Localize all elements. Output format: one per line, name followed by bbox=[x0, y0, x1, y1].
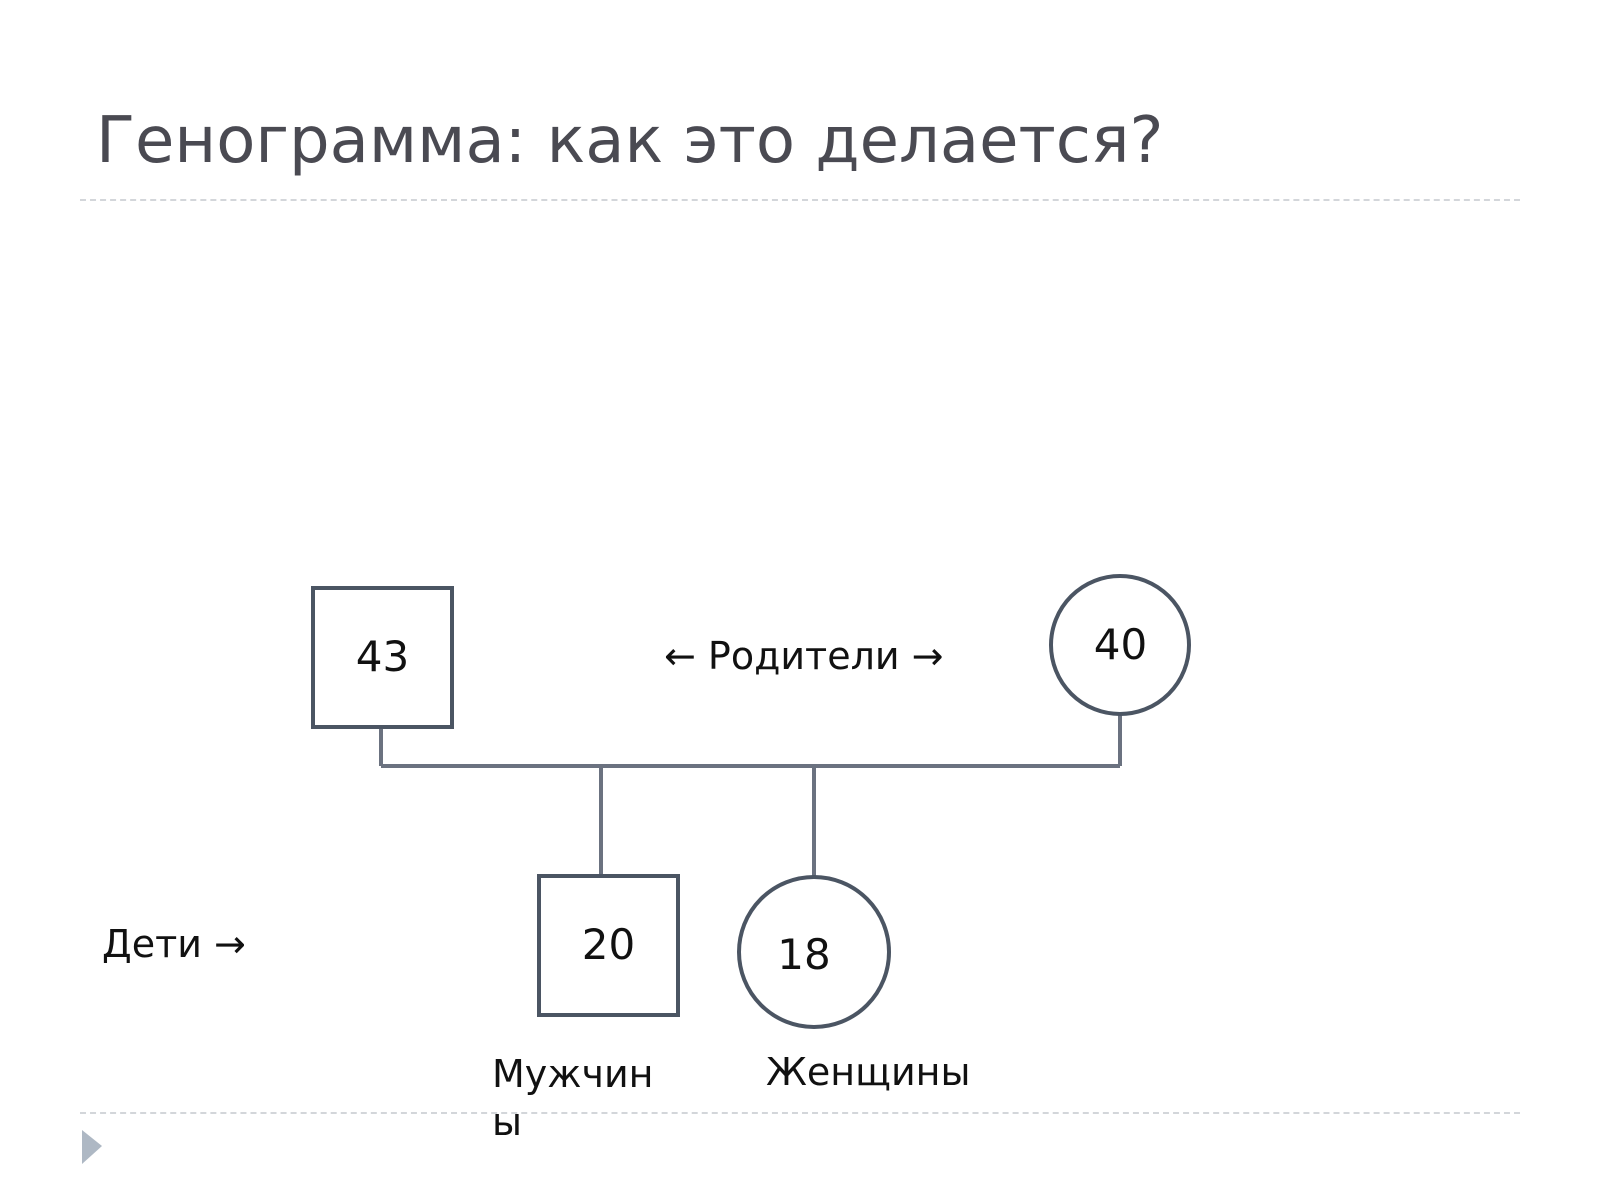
legend-female-label: Женщины bbox=[766, 1050, 971, 1094]
play-triangle-icon bbox=[82, 1130, 102, 1164]
mother-circle-node bbox=[1049, 574, 1191, 716]
legend-male-label: Мужчины bbox=[492, 1052, 654, 1144]
son-age: 20 bbox=[581, 920, 636, 969]
footer-divider bbox=[80, 1112, 1520, 1114]
family-connectors bbox=[379, 714, 1122, 876]
parents-label: ← Родители → bbox=[664, 634, 944, 678]
children-label: Дети → bbox=[102, 922, 246, 966]
title-divider bbox=[80, 199, 1520, 201]
page-title: Генограмма: как это делается? bbox=[96, 104, 1164, 178]
daughter-circle-node bbox=[737, 875, 891, 1029]
son-square-node bbox=[537, 874, 680, 1017]
father-age: 43 bbox=[355, 632, 410, 681]
father-square-node bbox=[311, 586, 454, 729]
mother-age: 40 bbox=[1093, 620, 1148, 669]
daughter-age: 18 bbox=[777, 930, 831, 979]
